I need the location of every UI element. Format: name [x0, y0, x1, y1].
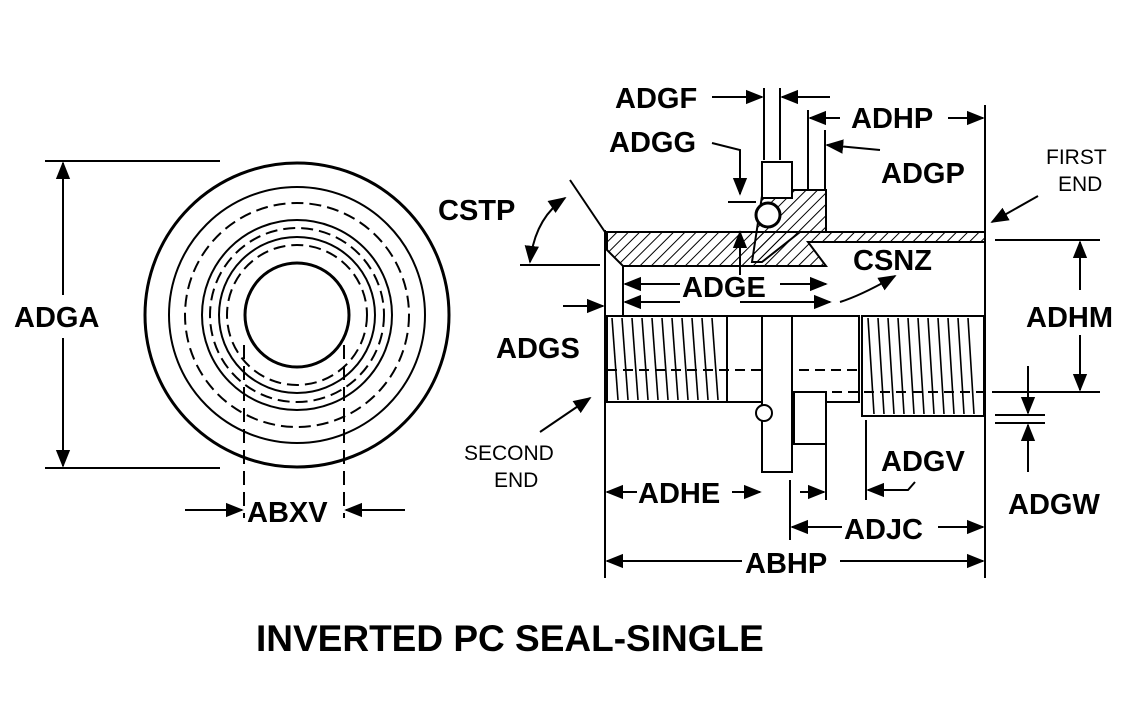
label-adgs: ADGS — [496, 333, 580, 365]
label-first-end-1: FIRST — [1046, 146, 1107, 169]
label-adhe: ADHE — [638, 478, 720, 510]
side-view — [604, 105, 1040, 578]
label-adgw: ADGW — [1008, 489, 1100, 521]
flange-plate-1 — [761, 315, 793, 473]
top-dimensions — [711, 88, 985, 203]
label-adgp: ADGP — [881, 158, 965, 190]
label-abhp: ABHP — [745, 548, 827, 580]
label-abxv: ABXV — [247, 497, 328, 529]
label-adhp: ADHP — [851, 103, 933, 135]
label-adhm: ADHM — [1026, 302, 1113, 334]
end-leaders — [539, 195, 1039, 433]
flange-plate-2 — [793, 391, 827, 445]
bottom-dimensions — [605, 420, 985, 569]
end-view — [45, 160, 451, 518]
label-adgv: ADGV — [881, 446, 965, 478]
inner-bore-circle — [243, 261, 351, 369]
right-dimensions — [995, 239, 1100, 472]
outer-circle — [143, 161, 451, 469]
label-adgf: ADGF — [615, 83, 697, 115]
label-first-end-2: END — [1058, 173, 1102, 196]
label-adge: ADGE — [682, 272, 766, 304]
mid-dimensions — [563, 230, 897, 314]
label-csnz: CSNZ — [853, 245, 932, 277]
label-cstp: CSTP — [438, 195, 515, 227]
thread-circle-2 — [218, 236, 376, 394]
cstp-dimension — [520, 179, 608, 266]
hidden-circle-1 — [184, 202, 410, 428]
thread-circle-1 — [201, 219, 393, 411]
label-second-end-1: SECOND — [464, 442, 554, 465]
flange-circle — [168, 186, 426, 444]
hidden-circle-3 — [226, 244, 368, 386]
seal-housing — [761, 161, 793, 199]
label-adga: ADGA — [14, 302, 99, 334]
o-ring — [754, 201, 782, 229]
drawing-title: INVERTED PC SEAL-SINGLE — [256, 618, 764, 659]
label-adgg: ADGG — [609, 127, 696, 159]
hidden-circle-2 — [209, 227, 385, 403]
label-second-end-2: END — [494, 469, 538, 492]
label-adjc: ADJC — [844, 514, 923, 546]
